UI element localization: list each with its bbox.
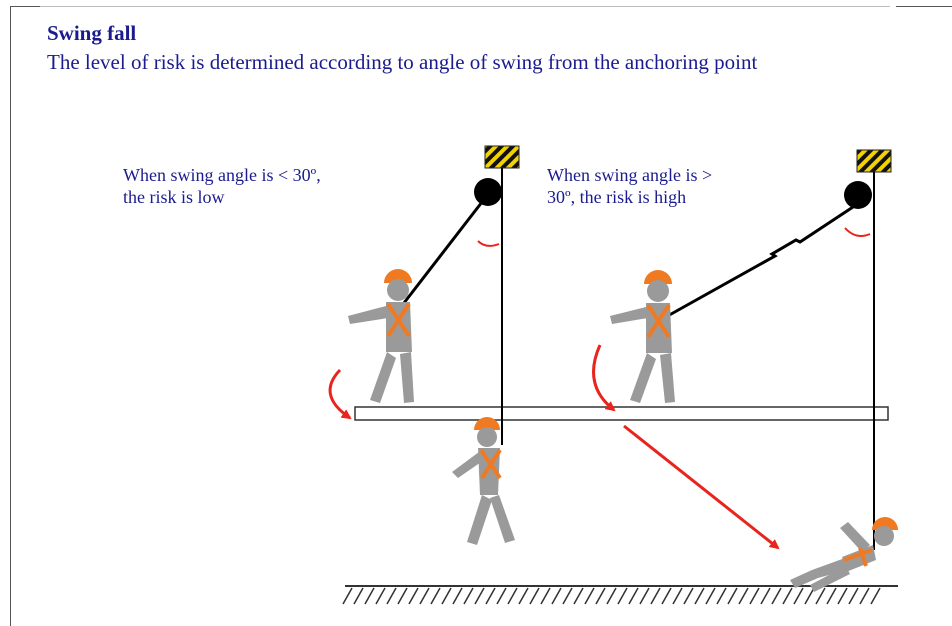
slide-subtitle: The level of risk is determined accordin…: [47, 50, 758, 74]
ground-hatch: [342, 585, 898, 605]
swing-angle-arc: [477, 240, 500, 247]
pulley-icon: [844, 181, 872, 209]
caption-high-risk: When swing angle is > 30º, the risk is h…: [547, 164, 847, 208]
curved-arrow-icon: [328, 368, 352, 420]
curved-arrow-icon: [592, 344, 616, 412]
swing-angle-arc: [844, 227, 871, 237]
scenario-low-risk: [328, 145, 520, 545]
platform: [354, 406, 889, 421]
worker-figure: [610, 270, 675, 403]
worker-figure: [348, 269, 414, 403]
caption-low-risk-line1: When swing angle is < 30º,: [123, 165, 321, 185]
anchor-point-icon: [484, 145, 520, 169]
lanyard-line: [395, 201, 484, 313]
frame-border-left: [10, 6, 11, 626]
caption-high-risk-line2: 30º, the risk is high: [547, 187, 687, 207]
scenario-high-risk: [592, 149, 898, 592]
anchor-point-icon: [856, 149, 892, 173]
slide-title: Swing fall: [47, 21, 137, 45]
pulley-icon: [474, 178, 502, 206]
frame-border-top: [40, 6, 890, 7]
fall-arrow-icon: [623, 424, 780, 550]
lanyard-line: [663, 205, 854, 320]
caption-low-risk: When swing angle is < 30º, the risk is l…: [123, 164, 423, 208]
caption-low-risk-line2: the risk is low: [123, 187, 225, 207]
worker-figure: [452, 417, 515, 545]
frame-border-top: [896, 6, 952, 7]
caption-high-risk-line1: When swing angle is >: [547, 165, 713, 185]
frame-border-top: [10, 6, 40, 7]
worker-figure: [790, 517, 898, 592]
